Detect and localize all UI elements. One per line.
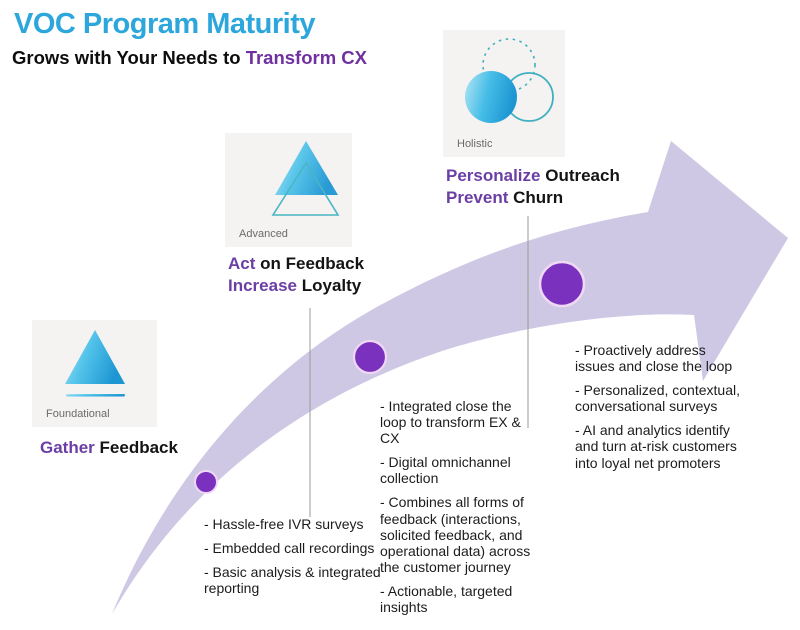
- double-triangle-icon: [271, 141, 340, 216]
- list-item: - Embedded call recordings: [204, 540, 375, 557]
- heading-rest: Loyalty: [297, 276, 362, 295]
- bullet-list-advanced: - Integrated close the loop to transform…: [380, 398, 538, 623]
- heading-line: Increase Loyalty: [228, 275, 364, 297]
- milestone-dot-foundational: [194, 470, 218, 494]
- heading-line: Personalize Outreach: [446, 165, 620, 187]
- list-item: - AI and analytics identify and turn at-…: [575, 422, 737, 471]
- milestone-dot-holistic: [538, 260, 586, 308]
- triangle-icon: [65, 330, 125, 397]
- header: VOC Program Maturity Grows with Your Nee…: [12, 8, 367, 69]
- stage-label-holistic: Holistic: [457, 138, 493, 150]
- stage-label-foundational: Foundational: [46, 408, 110, 420]
- stage-heading-holistic: Personalize Outreach Prevent Churn: [446, 165, 620, 209]
- stage-heading-advanced: Act on Feedback Increase Loyalty: [228, 253, 364, 297]
- stage-card-foundational: Foundational: [32, 320, 157, 427]
- list-item: - Combines all forms of feedback (intera…: [380, 494, 531, 575]
- stage-card-holistic: Holistic: [443, 30, 565, 157]
- stage-label-advanced: Advanced: [239, 228, 288, 240]
- subtitle-prefix: Grows with Your Needs to: [12, 47, 241, 68]
- list-item: - Digital omnichannel collection: [380, 454, 511, 487]
- stage-card-advanced: Advanced: [225, 133, 352, 247]
- heading-rest: Feedback: [94, 438, 178, 457]
- list-item: - Actionable, targeted insights: [380, 582, 513, 616]
- page-subtitle: Grows with Your Needs to Transform CX: [12, 47, 367, 69]
- heading-rest: Outreach: [540, 166, 620, 185]
- stage-heading-foundational: Gather Feedback: [40, 437, 178, 459]
- list-item: - Proactively address issues and close t…: [575, 342, 733, 375]
- milestone-dot-advanced: [352, 339, 388, 375]
- subtitle-accent: Transform CX: [245, 47, 367, 68]
- heading-accent: Gather: [40, 438, 95, 457]
- heading-accent: Act: [228, 254, 256, 273]
- heading-rest: on Feedback: [255, 254, 365, 273]
- heading-accent: Prevent: [446, 188, 509, 207]
- list-item: - Integrated close the loop to transform…: [380, 398, 521, 447]
- heading-accent: Increase: [228, 276, 297, 295]
- list-item: - Hassle-free IVR surveys: [204, 516, 364, 532]
- list-item: - Personalized, contextual, conversation…: [575, 382, 740, 415]
- bullet-list-foundational: - Hassle-free IVR surveys - Embedded cal…: [204, 516, 382, 604]
- heading-accent: Personalize: [446, 166, 541, 185]
- heading-line: Act on Feedback: [228, 253, 364, 275]
- heading-line: Gather Feedback: [40, 437, 178, 459]
- overlapping-circles-icon: [465, 38, 554, 123]
- heading-line: Prevent Churn: [446, 187, 620, 209]
- growth-arrow-shape: [112, 141, 788, 614]
- page-title: VOC Program Maturity: [14, 8, 316, 40]
- list-item: - Basic analysis & integrated reporting: [204, 564, 381, 597]
- bullet-list-holistic: - Proactively address issues and close t…: [575, 342, 743, 479]
- heading-rest: Churn: [508, 188, 564, 207]
